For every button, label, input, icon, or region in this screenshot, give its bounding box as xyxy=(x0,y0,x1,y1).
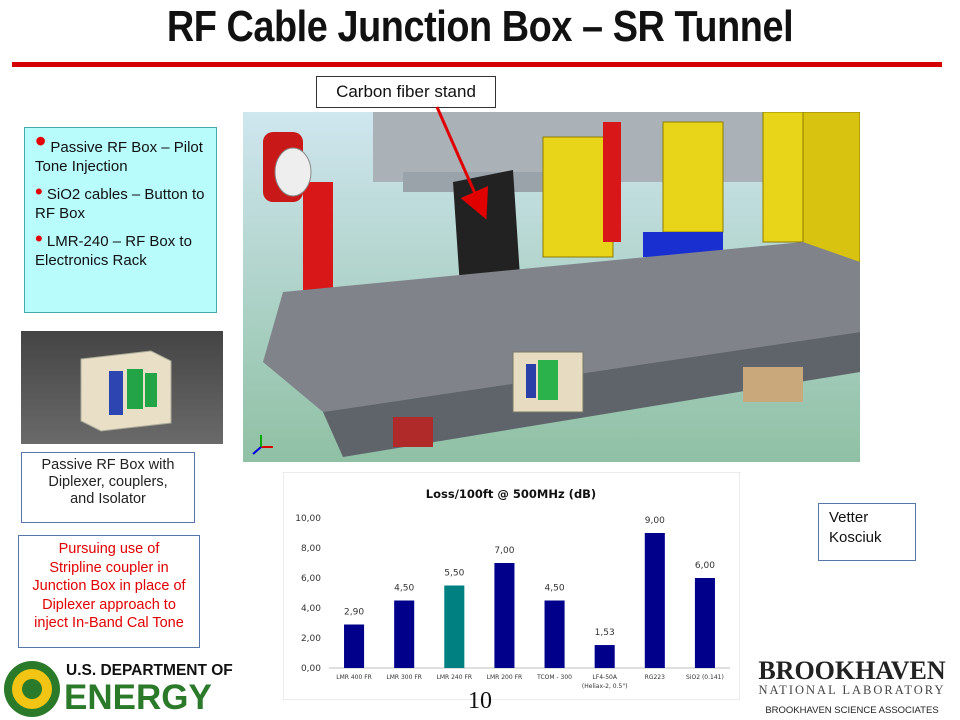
carbon-fiber-callout: Carbon fiber stand xyxy=(316,76,496,108)
svg-text:BROOKHAVEN: BROOKHAVEN xyxy=(758,656,946,685)
x-tick-label: LMR 300 FR xyxy=(386,674,422,681)
bar xyxy=(694,578,715,668)
svg-text:NATIONAL LABORATORY: NATIONAL LABORATORY xyxy=(759,683,946,697)
data-label: 6,00 xyxy=(695,561,715,571)
x-tick-label: LMR 240 FR xyxy=(437,674,473,681)
x-tick-label: RG223 xyxy=(645,674,665,681)
data-label: 9,00 xyxy=(645,516,665,526)
data-label: 7,00 xyxy=(494,546,514,556)
bar xyxy=(644,533,665,668)
bar xyxy=(594,645,615,668)
bnl-logo: BROOKHAVEN NATIONAL LABORATORY BROOKHAVE… xyxy=(758,656,946,716)
stripline-note: Pursuing use of Stripline coupler in Jun… xyxy=(18,535,200,648)
thumbnail-caption: Passive RF Box with Diplexer, couplers, … xyxy=(21,452,195,523)
bar xyxy=(544,600,565,668)
doe-logo: U.S. DEPARTMENT OF ENERGY xyxy=(4,661,233,717)
bullet-dot-icon: • xyxy=(35,226,43,251)
bar xyxy=(494,563,515,668)
bullet-box: • Passive RF Box – Pilot Tone Injection … xyxy=(24,123,217,313)
x-tick-label: SiO2 (0.141) xyxy=(686,674,724,681)
svg-text:BROOKHAVEN SCIENCE ASSOCIATES: BROOKHAVEN SCIENCE ASSOCIATES xyxy=(765,705,938,716)
x-tick-label: LMR 400 FR xyxy=(336,674,372,681)
slide-title: RF Cable Junction Box – SR Tunnel xyxy=(166,2,794,51)
bullet-item: • Passive RF Box – Pilot Tone Injection xyxy=(35,123,203,175)
y-tick-label: 2,00 xyxy=(301,634,321,644)
y-tick-label: 10,00 xyxy=(295,514,321,524)
data-label: 2,90 xyxy=(344,608,364,618)
y-tick-label: 8,00 xyxy=(301,544,321,554)
bullet-item: • LMR-240 – RF Box to Electronics Rack xyxy=(35,226,192,270)
y-tick-label: 4,00 xyxy=(301,604,321,614)
title-rule xyxy=(12,62,942,67)
loss-bar-chart: Loss/100ft @ 500MHz (dB) 0,00 2,00 4,00 6,0… xyxy=(283,472,740,700)
bullet-item: • SiO2 cables – Button to RF Box xyxy=(35,179,205,223)
author-name: Vetter xyxy=(829,509,869,526)
x-tick-label: LMR 200 FR xyxy=(487,674,523,681)
data-label: 4,50 xyxy=(545,584,565,594)
authors-box: Vetter Kosciuk xyxy=(818,503,916,561)
bar xyxy=(394,600,415,668)
page-number: 10 xyxy=(468,688,492,714)
bullet-dot-icon: • xyxy=(35,123,47,159)
data-label: 4,50 xyxy=(394,584,414,594)
x-tick-sublabel: (Heliax-2, 0.5") xyxy=(582,683,628,690)
tunnel-render-image xyxy=(243,112,860,462)
y-tick-label: 6,00 xyxy=(301,574,321,584)
author-name: Kosciuk xyxy=(829,529,882,546)
rf-box-thumbnail-image xyxy=(21,331,223,444)
data-label: 1,53 xyxy=(595,628,615,638)
y-tick-label: 0,00 xyxy=(301,664,321,674)
bullet-dot-icon: • xyxy=(35,179,43,204)
bar xyxy=(444,585,465,668)
svg-text:U.S. DEPARTMENT OF: U.S. DEPARTMENT OF xyxy=(66,662,233,679)
bar xyxy=(344,624,365,668)
chart-title: Loss/100ft @ 500MHz (dB) xyxy=(426,487,596,501)
data-label: 5,50 xyxy=(444,569,464,579)
x-tick-label: TCOM - 300 xyxy=(536,674,572,681)
svg-text:ENERGY: ENERGY xyxy=(64,678,212,717)
x-tick-label: LF4-50A xyxy=(592,674,617,681)
